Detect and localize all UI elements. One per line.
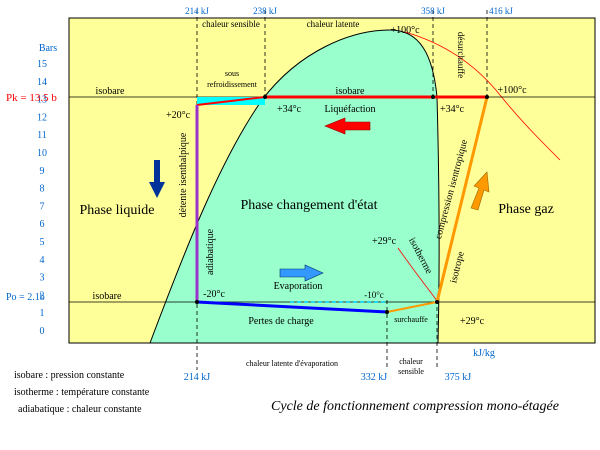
y-tick-label: 9	[40, 166, 45, 177]
isotherm-100-curve	[404, 31, 561, 161]
top-value-238: 238 kJ	[253, 6, 277, 16]
evaporation-arrow-icon	[279, 264, 324, 282]
y-tick-label: 0	[40, 326, 45, 337]
isotherm-29-curve	[397, 247, 439, 303]
gas-up-arrow-icon	[470, 171, 490, 211]
caption: Cycle de fonctionnement compression mono…	[271, 399, 559, 414]
y-tick-label: 3	[40, 273, 45, 284]
y-tick-label: 1	[40, 308, 45, 319]
temp-100-top: +100°c	[390, 25, 420, 36]
temp-minus-20: -20°c	[203, 289, 225, 300]
bottom-label-sensible-1: chaleur	[399, 357, 423, 366]
legend-item-isobare: isobare : pression constante	[14, 370, 125, 381]
temp-34-right: +34°c	[440, 104, 465, 115]
legend: isobare : pression constante isotherme :…	[14, 370, 150, 415]
phase-changement-label: Phase changement d'état	[240, 198, 377, 213]
pk-label: Pk = 13.5 b	[6, 92, 57, 104]
top-label-latente: chaleur latente	[307, 19, 360, 29]
y-tick-label: 14	[37, 77, 47, 88]
y-tick-label: 15	[37, 59, 47, 70]
y-tick-label: 6	[40, 219, 45, 230]
adiabatique-label: adiabatique	[205, 228, 216, 275]
bottom-label-sensible-2: sensible	[398, 367, 424, 376]
top-label-desurchauffe: désurchauffe	[456, 32, 466, 78]
liquid-down-arrow-icon	[149, 160, 165, 198]
liquefaction-arrow-icon	[324, 117, 371, 135]
phase-gaz-label: Phase gaz	[498, 202, 554, 217]
pertes-label: Pertes de charge	[248, 316, 314, 327]
detente-label: détente isenthalpique	[178, 132, 189, 217]
sous-refroid-line2: refroidissement	[207, 80, 258, 89]
y-tick-label: 8	[40, 184, 45, 195]
compression-line	[435, 96, 489, 303]
y-tick-label: 7	[40, 201, 45, 212]
phase-liquide-label: Phase liquide	[79, 203, 154, 218]
isobare-bottom-label: isobare	[93, 291, 122, 302]
surchauffe-label: surchauffe	[394, 315, 428, 324]
temp-29-right: +29°c	[460, 316, 485, 327]
top-value-214: 214 kJ	[185, 6, 209, 16]
top-value-416: 416 kJ	[489, 6, 513, 16]
y-tick-label: 4	[40, 255, 45, 266]
bottom-value-375: 375 kJ	[445, 372, 472, 383]
temp-29-left: +29°c	[372, 236, 397, 247]
y-axis-title: Bars	[39, 43, 57, 54]
bottom-value-332: 332 kJ	[361, 372, 388, 383]
y-tick-label: 2	[40, 290, 45, 301]
subcooling-line	[196, 96, 266, 106]
temp-minus-10: -10°c	[364, 290, 384, 300]
isobare-top-left-label: isobare	[96, 86, 125, 97]
legend-item-adiabatique: adiabatique : chaleur constante	[18, 404, 142, 415]
bottom-value-214: 214 kJ	[184, 372, 211, 383]
top-label-sensible: chaleur sensible	[202, 19, 260, 29]
superheat-line	[386, 301, 438, 313]
isobare-top-mid-label: isobare	[336, 86, 365, 97]
evaporation-label: Evaporation	[274, 281, 323, 292]
y-tick-label: 5	[40, 237, 45, 248]
top-value-358: 358 kJ	[421, 6, 445, 16]
y-tick-label: 10	[37, 148, 47, 159]
temp-100-right: +100°c	[497, 85, 527, 96]
y-tick-label: 13	[37, 95, 47, 106]
y-tick-label: 11	[37, 130, 47, 141]
enthalpy-guides	[196, 10, 488, 370]
temp-20: +20°c	[166, 110, 191, 121]
cycle-points	[195, 95, 489, 314]
evaporation-line	[196, 300, 388, 314]
x-axis-unit: kJ/kg	[473, 348, 495, 359]
saturation-dome	[149, 29, 440, 343]
sous-refroid-line1: sous	[225, 69, 239, 78]
liquefaction-label: Liquéfaction	[324, 104, 375, 115]
legend-item-isotherme: isotherme : température constante	[14, 387, 150, 398]
temp-34-left: +34°c	[277, 104, 302, 115]
po-label: Po = 2.1b	[6, 292, 45, 303]
bottom-label-latente: chaleur latente d'évaporation	[246, 359, 338, 368]
y-tick-label: 12	[37, 112, 47, 123]
